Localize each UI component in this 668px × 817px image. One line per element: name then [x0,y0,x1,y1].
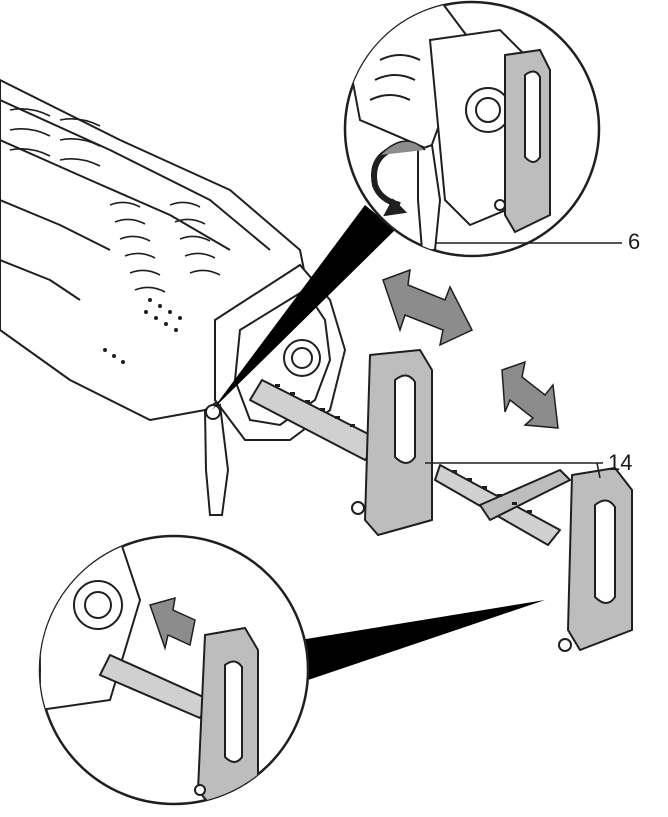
zoom-cone-bottom [300,600,545,680]
zoom-circle-bottom [38,534,310,806]
zoom-cone-top [212,205,395,410]
vent-dots [103,298,182,364]
zoom-circle-top [343,0,601,258]
shoe-attached-ridges [275,384,355,427]
callout-label-shoe: 14 [608,450,633,475]
shoe-detached [434,464,633,652]
double-arrow [382,268,474,347]
release-lever [203,403,230,516]
callout-label-lever: 6 [628,229,641,254]
grip-texture [9,108,221,293]
leader-lines [425,242,622,479]
shoe-detached-ridges [452,470,532,513]
insert-arrow [501,360,559,429]
shoe-attached [249,349,433,536]
